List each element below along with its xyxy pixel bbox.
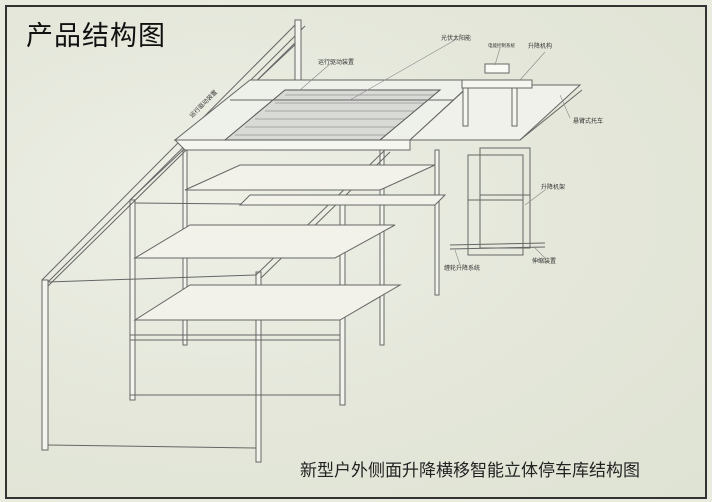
label-solar: 光伏太阳能	[441, 34, 471, 42]
label-winch: 缠轮升降系统	[444, 264, 480, 272]
parking-platforms	[133, 164, 447, 321]
label-telescopic: 伸缩装置	[532, 257, 556, 265]
label-lift-mechanism: 升降机构	[528, 42, 552, 50]
leader-lines	[299, 39, 571, 266]
roof-frame	[173, 79, 477, 151]
label-lift-frame: 升降机架	[541, 183, 565, 191]
label-control: 电能控制系统	[488, 42, 515, 49]
label-cantilever: 悬臂式托车	[573, 117, 603, 125]
diagram-caption: 新型户外侧面升降横移智能立体停车库结构图	[300, 461, 640, 481]
diagram-title: 产品结构图	[26, 21, 166, 52]
label-drive-top: 运行驱动装置	[318, 58, 354, 66]
cantilever-carrier	[408, 63, 583, 141]
lift-frame	[449, 147, 546, 256]
